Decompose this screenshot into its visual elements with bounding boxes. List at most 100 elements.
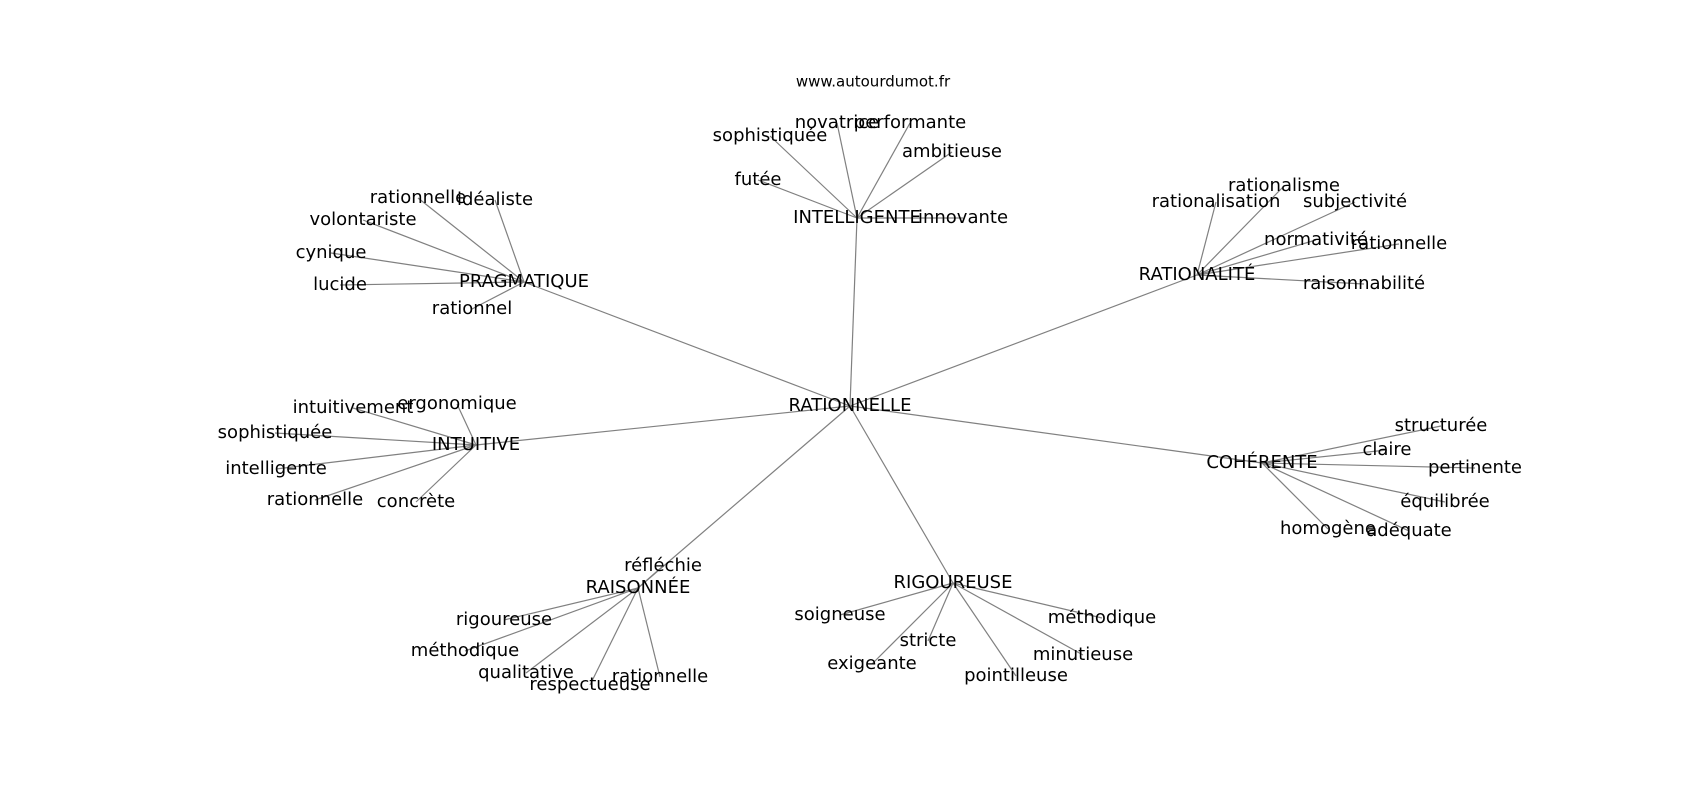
leaf-node-label: exigeante: [827, 653, 916, 674]
hub-leaf-edge: [314, 444, 477, 501]
hub-leaf-edge: [339, 281, 525, 286]
hub-leaf-edge: [927, 582, 954, 642]
leaf-node-label: rationnelle: [1351, 233, 1447, 254]
leaf-node-label: respectueuse: [529, 674, 650, 695]
hub-leaf-edge: [839, 582, 954, 616]
hub-leaf-edge: [275, 444, 477, 470]
leaf-node-label: rationalisation: [1152, 191, 1281, 212]
labels-layer: www.autourdumot.fr RATIONNELLE INTELLIGEN…: [218, 73, 1522, 696]
hub-leaf-edge: [464, 587, 639, 652]
leaf-node-label: qualitative: [478, 662, 574, 683]
hub-leaf-edge: [1196, 185, 1285, 276]
hub-node-label: RIGOUREUSE: [894, 572, 1013, 593]
leaf-node-label: lucide: [313, 274, 367, 295]
leaf-node-label: méthodique: [411, 640, 519, 661]
hub-node-label: INTUITIVE: [432, 434, 520, 455]
hub-leaf-edge: [1196, 243, 1400, 276]
leaf-node-label: rationnelle: [267, 489, 363, 510]
leaf-node-label: sophistiquée: [713, 125, 828, 146]
leaf-node-label: concrète: [377, 491, 455, 512]
hub-node-label: COHÉRENTE: [1206, 451, 1317, 473]
leaf-node-label: rationalisme: [1228, 175, 1340, 196]
root-hub-edge: [523, 281, 851, 407]
leaf-node-label: idéaliste: [457, 189, 533, 210]
hub-leaf-edge: [352, 407, 477, 446]
root-node-label: RATIONNELLE: [789, 395, 912, 416]
leaf-node-label: novatrice: [795, 112, 880, 133]
hub-leaf-edge: [1261, 449, 1388, 464]
leaf-node-label: réfléchie: [624, 555, 702, 576]
hub-node-label: RATIONALITÉ: [1139, 263, 1256, 285]
hub-leaf-edge: [494, 199, 525, 283]
leaf-node-label: futée: [735, 169, 782, 190]
hub-leaf-edge: [1196, 274, 1365, 285]
leaf-node-label: rationnel: [432, 298, 512, 319]
hub-leaf-edge: [417, 197, 525, 283]
root-hub-edge: [849, 405, 1263, 464]
leaf-node-label: homogène: [1280, 518, 1376, 539]
hub-leaf-edge: [1196, 239, 1317, 276]
hub-leaf-edge: [952, 582, 1084, 656]
hub-leaf-edge: [1196, 201, 1217, 276]
hub-leaf-edge: [952, 582, 1103, 619]
hub-leaf-edge: [525, 587, 639, 674]
hub-leaf-edge: [637, 587, 661, 678]
edges-layer: [274, 122, 1476, 686]
hub-leaf-edge: [1261, 462, 1329, 530]
hub-leaf-edge: [856, 151, 953, 219]
root-hub-edge: [849, 217, 858, 407]
root-hub-edge: [849, 274, 1198, 407]
leaf-node-label: performante: [854, 112, 966, 133]
leaf-node-label: structurée: [1395, 415, 1488, 436]
hub-node-label: INTELLIGENTE: [793, 207, 921, 228]
leaf-node-label: claire: [1362, 439, 1411, 460]
leaf-node-label: raisonnabilité: [1303, 273, 1425, 294]
leaf-node-label: subjectivité: [1303, 191, 1407, 212]
leaf-node-label: normativité: [1264, 229, 1368, 250]
hub-leaf-edge: [769, 135, 858, 219]
hub-leaf-edge: [1261, 462, 1410, 532]
leaf-node-label: pertinente: [1428, 457, 1522, 478]
leaf-node-label: minutieuse: [1033, 644, 1133, 665]
leaf-node-label: volontariste: [309, 209, 416, 230]
leaf-node-label: intelligente: [225, 458, 327, 479]
hub-leaf-edge: [415, 444, 477, 503]
hub-leaf-edge: [330, 252, 525, 283]
hub-leaf-edge: [274, 432, 477, 446]
leaf-node-label: soigneuse: [794, 604, 885, 625]
hub-leaf-edge: [1261, 462, 1476, 469]
hub-leaf-edge: [952, 582, 1017, 677]
hub-node-label: PRAGMATIQUE: [459, 271, 589, 292]
root-hub-edge: [475, 405, 851, 446]
root-hub-edge: [849, 405, 954, 584]
leaf-node-label: stricte: [900, 630, 957, 651]
hub-leaf-edge: [1261, 462, 1446, 503]
leaf-node-label: ambitieuse: [902, 141, 1002, 162]
hub-leaf-edge: [871, 582, 954, 665]
leaf-node-label: rationnelle: [612, 666, 708, 687]
leaf-node-label: méthodique: [1048, 607, 1156, 628]
source-label: www.autourdumot.fr: [796, 73, 951, 91]
leaf-node-label: équilibrée: [1400, 491, 1490, 512]
hub-leaf-edge: [503, 587, 639, 621]
hub-leaf-edge: [456, 403, 477, 446]
hub-leaf-edge: [836, 122, 858, 219]
leaf-node-label: adéquate: [1366, 520, 1452, 541]
hub-node-label: RAISONNÉE: [586, 576, 691, 598]
leaf-node-label: sophistiquée: [218, 422, 333, 443]
leaf-node-label: intuitivement: [293, 397, 414, 418]
leaf-node-label: cynique: [296, 242, 367, 263]
leaf-node-label: pointilleuse: [964, 665, 1068, 686]
leaf-node-label: innovante: [918, 207, 1008, 228]
hub-leaf-edge: [362, 219, 525, 283]
hub-leaf-edge: [1261, 425, 1442, 464]
leaf-node-label: rigoureuse: [456, 609, 552, 630]
hub-leaf-edge: [757, 179, 858, 219]
hub-leaf-edge: [1196, 201, 1356, 276]
hub-leaf-edge: [856, 122, 911, 219]
hub-leaf-edge: [637, 565, 664, 589]
leaf-node-label: rationnelle: [370, 187, 466, 208]
hub-leaf-edge: [471, 281, 525, 310]
leaf-node-label: ergonomique: [397, 393, 516, 414]
